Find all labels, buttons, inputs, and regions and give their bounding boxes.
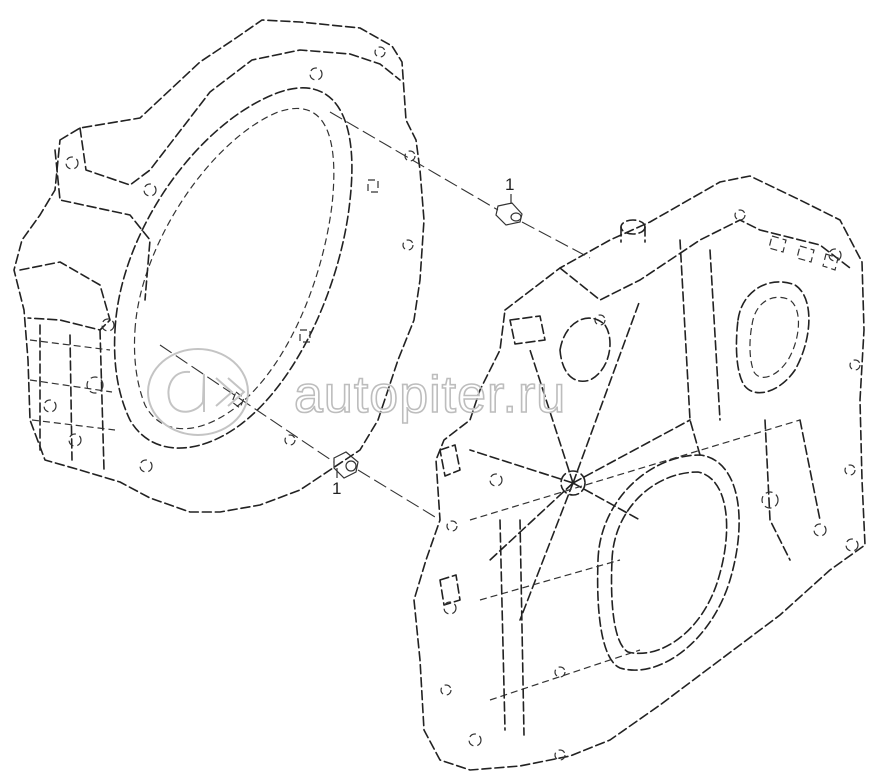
- watermark: autopiter.ru: [147, 348, 566, 436]
- callout-label: 1: [505, 175, 514, 194]
- timing-gear-case: [413, 175, 866, 771]
- assembly-leader-lines: [159, 111, 591, 521]
- callout-label: 1: [332, 479, 341, 498]
- callout-upper: 1: [505, 175, 514, 204]
- a-arrow-logo-icon: [147, 348, 249, 436]
- callout-lower: 1: [332, 468, 341, 498]
- watermark-text: autopiter.ru: [294, 366, 566, 424]
- flywheel-housing: [13, 19, 425, 513]
- dowel-pin-lower: [333, 451, 359, 479]
- dowel-pin-upper: [495, 202, 523, 226]
